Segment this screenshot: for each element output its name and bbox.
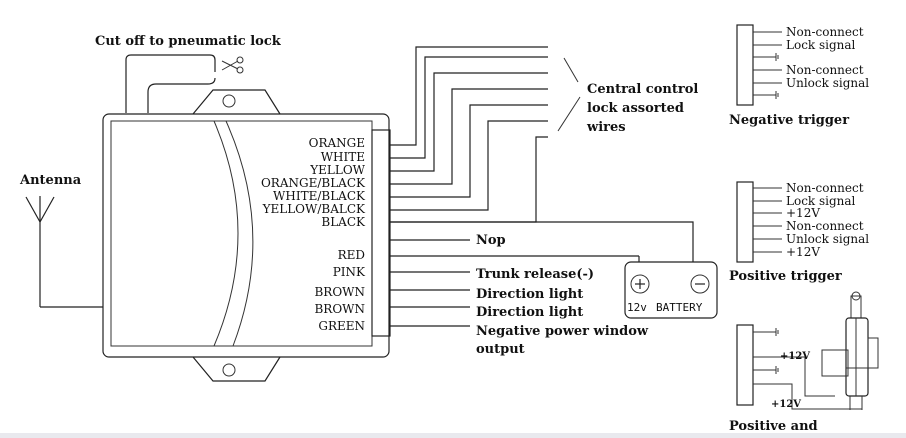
antenna-label: Antenna <box>19 173 82 188</box>
pneumatic-loop-outer <box>125 54 216 113</box>
positive-and-connector <box>736 324 862 410</box>
central-lock-wires <box>390 46 581 223</box>
pos-trigger-line: Lock signal <box>786 194 856 208</box>
neg-trigger-line: Non-connect <box>786 63 864 77</box>
pink-output-label: Trunk release(-) <box>476 267 594 282</box>
wire-label: WHITE/BLACK <box>273 189 366 203</box>
positive-and-title: Positive and <box>729 419 818 434</box>
wire-label: ORANGE <box>309 136 365 150</box>
negative-trigger-title: Negative trigger <box>729 113 849 128</box>
positive-trigger-connector <box>736 181 782 263</box>
neg-trigger-line: Non-connect <box>786 25 864 39</box>
wire-label: GREEN <box>318 319 365 333</box>
antenna-icon <box>25 196 103 308</box>
green-output-label: Negative power window output <box>476 324 653 357</box>
pos-trigger-line: Unlock signal <box>786 232 869 246</box>
central-lock-label: Central control lock assorted wires <box>586 82 703 135</box>
positive-and-label: +12V <box>771 399 801 410</box>
wire-label: ORANGE/BLACK <box>261 176 366 190</box>
negative-trigger-connector <box>736 24 782 106</box>
red-output-label: Nop <box>476 233 506 248</box>
pos-trigger-line: Non-connect <box>786 219 864 233</box>
neg-trigger-line: Unlock signal <box>786 76 869 90</box>
brown-output-label: Direction light <box>476 287 583 302</box>
brown-output-label: Direction light <box>476 305 583 320</box>
wire-label: YELLOW <box>309 163 365 177</box>
wire-label: PINK <box>333 265 366 279</box>
wire-label: RED <box>338 248 365 262</box>
module-wire-labels: ORANGE WHITE YELLOW ORANGE/BLACK WHITE/B… <box>261 136 366 333</box>
battery-icon <box>624 261 718 319</box>
output-wires <box>390 239 640 327</box>
bottom-strip <box>0 433 906 438</box>
neg-trigger-line: Lock signal <box>786 38 856 52</box>
wire-label: BLACK <box>321 215 366 229</box>
actuator-icon <box>821 291 879 410</box>
pos-trigger-line: +12V <box>786 245 820 259</box>
pos-trigger-line: +12V <box>786 206 820 220</box>
positive-trigger-title: Positive trigger <box>729 269 842 284</box>
control-module <box>102 89 391 382</box>
pos-trigger-line: Non-connect <box>786 181 864 195</box>
wire-label: WHITE <box>321 150 365 164</box>
wire-label: BROWN <box>314 302 365 316</box>
pneumatic-loop-inner <box>147 77 216 113</box>
black-wire <box>390 221 694 262</box>
battery-voltage: 12v <box>627 301 647 314</box>
wire-label: BROWN <box>314 285 365 299</box>
positive-and-label: +12V <box>780 351 810 362</box>
scissors-icon <box>221 56 244 74</box>
wire-label: YELLOW/BALCK <box>262 202 366 216</box>
pneumatic-cutoff-label: Cut off to pneumatic lock <box>95 34 282 49</box>
battery-label: BATTERY <box>656 301 703 314</box>
